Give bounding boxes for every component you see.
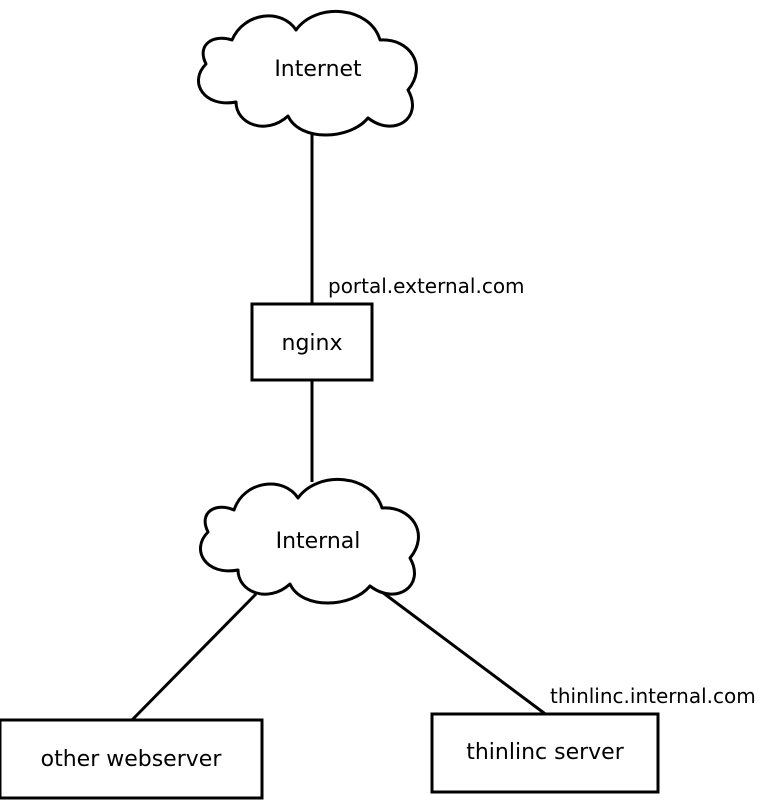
link-internal-thinlinc-server [381, 590, 549, 718]
internet-cloud[interactable]: Internet [197, 10, 418, 137]
thinlinc-hostname: thinlinc.internal.com [550, 684, 756, 708]
thinlinc-server-box [430, 712, 660, 794]
thinlinc-server-node[interactable]: thinlinc server [430, 712, 660, 794]
internal-label: Internal [276, 529, 361, 554]
internal-cloud[interactable]: Internal [199, 478, 420, 605]
cloud-icon [199, 478, 420, 605]
other-webserver-label: other webserver [41, 747, 223, 772]
portal-hostname: portal.external.com [328, 274, 525, 298]
thinlinc-server-label: thinlinc server [466, 740, 624, 765]
link-internal-other-webserver [130, 592, 258, 722]
other-webserver-node[interactable]: other webserver [0, 718, 264, 800]
nginx-label: nginx [282, 331, 343, 356]
nginx-node[interactable]: nginx [250, 302, 374, 382]
other-webserver-box [0, 718, 264, 800]
nginx-box [250, 302, 374, 382]
cloud-icon [197, 10, 418, 137]
internet-label: Internet [274, 57, 362, 82]
